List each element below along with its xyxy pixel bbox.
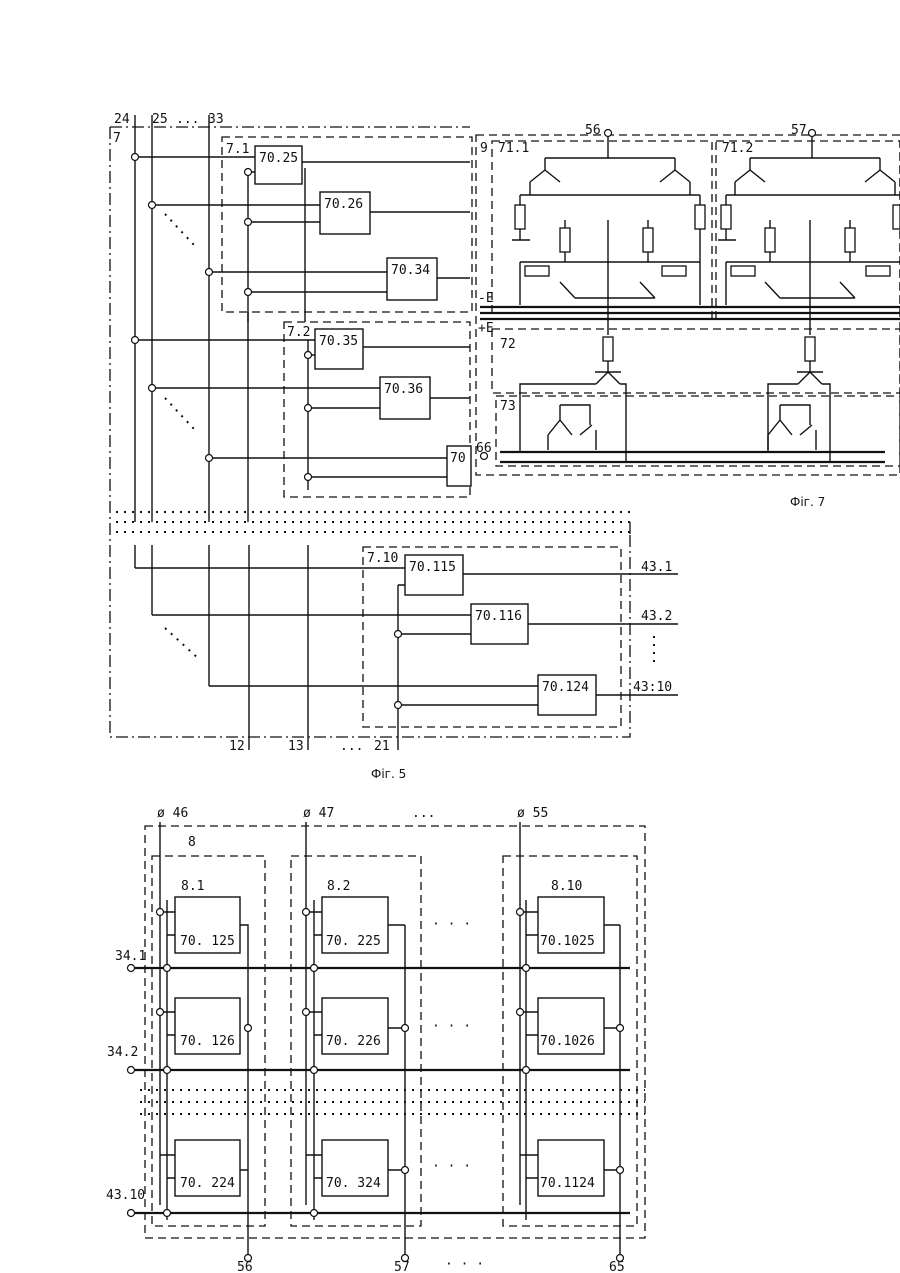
fig8-bottom-terminal-65: 65 — [609, 1260, 625, 1273]
fig8-cell-70-1124-label: 70.1124 — [540, 1176, 595, 1191]
fig5-subblock-7-2-label: 7.2 — [287, 325, 310, 340]
fig7-resistor-5 — [525, 266, 549, 276]
fig7-resistor-12 — [893, 205, 900, 229]
fig7-block-72-label: 72 — [500, 337, 516, 352]
fig7-resistor-7 — [721, 205, 731, 229]
fig7-resistor-11 — [866, 266, 890, 276]
fig5-block-70-115-label: 70.115 — [409, 560, 456, 575]
figure-5: 24 25 ... 33 7 7.1 70.25 70.26 70.34 7.2… — [110, 112, 678, 781]
fig7-resistor-9 — [845, 228, 855, 252]
fig7-resistor-8 — [765, 228, 775, 252]
fig5-bottom-label-12: 12 — [229, 739, 245, 754]
fig5-subblock-7-10-label: 7.10 — [367, 551, 398, 566]
fig7-cell-71-2-circuit — [718, 158, 900, 335]
fig7-block-73-label: 73 — [500, 399, 516, 414]
fig8-row-input-34-1: 34.1 — [115, 949, 146, 964]
fig8-cell-70-1025-label: 70.1025 — [540, 934, 595, 949]
fig7-terminal-56-node — [605, 130, 612, 137]
fig5-block-70-35-label: 70.35 — [319, 334, 358, 349]
fig5-subblock-7-1-label: 7.1 — [226, 142, 249, 157]
fig5-junction-nodes — [132, 154, 402, 709]
fig7-resistor-14 — [805, 337, 815, 361]
fig7-block-71-2-label: 71.2 — [722, 141, 753, 156]
fig5-output-43-2: 43.2 — [641, 609, 672, 624]
fig8-row-input-43-10: 43.10 — [106, 1188, 145, 1203]
fig7-power-rails — [480, 307, 900, 319]
fig5-block-70-34-label: 70.34 — [391, 263, 430, 278]
fig5-top-label-dots: ... — [176, 112, 199, 127]
fig7-terminal-56: 56 — [585, 123, 601, 138]
fig5-bottom-label-13: 13 — [288, 739, 304, 754]
fig5-output-43-1: 43.1 — [641, 560, 672, 575]
fig8-mid-dots-row-2: · · · — [432, 1019, 471, 1034]
fig5-block-70-124-label: 70.124 — [542, 680, 589, 695]
fig7-terminal-57: 57 — [791, 123, 807, 138]
fig7-resistor-6 — [662, 266, 686, 276]
fig8-bottom-terminal-57: 57 — [394, 1260, 410, 1273]
fig5-output-43-10: 43:10 — [633, 680, 672, 695]
fig7-block-71-1-label: 71.1 — [498, 141, 529, 156]
fig7-block-73-circuit — [548, 405, 816, 450]
fig7-block-9-boundary — [476, 135, 900, 475]
fig7-terminal-minus-e: -E — [478, 291, 494, 306]
fig7-cell-71-1-circuit — [512, 158, 700, 335]
fig5-diagonal-dots-2 — [165, 398, 195, 430]
fig5-block-70-116-label: 70.116 — [475, 609, 522, 624]
fig5-diagonal-dots-3 — [165, 628, 200, 660]
fig5-block-70-x-label: 70 — [450, 451, 466, 466]
fig8-top-terminal-47: ø 47 — [303, 806, 334, 821]
fig7-resistor-1 — [515, 205, 525, 229]
fig8-cell-70-324-label: 70. 324 — [326, 1176, 381, 1191]
fig8-top-terminal-46: ø 46 — [157, 806, 188, 821]
fig7-resistor-10 — [731, 266, 755, 276]
fig7-terminal-66: 66 — [476, 441, 492, 456]
fig8-bottom-terminal-56: 56 — [237, 1260, 253, 1273]
fig7-block-9-label: 9 — [480, 141, 488, 156]
figure-8: ø 46 ø 47 ... ø 55 8 8.1 8.2 8.10 34.1 3… — [106, 806, 645, 1273]
fig7-block-73 — [496, 396, 900, 466]
fig8-cell-70-225-label: 70. 225 — [326, 934, 381, 949]
fig5-block-70-26-label: 70.26 — [324, 197, 363, 212]
fig7-terminal-plus-e: +E — [478, 321, 494, 336]
fig8-mid-dots-row-3: · · · — [432, 1159, 471, 1174]
fig5-subblock-7-2 — [284, 322, 470, 497]
fig7-bottom-rails — [500, 452, 885, 462]
fig5-top-label-25: 25 — [152, 112, 168, 127]
figure-7: 9 71.1 71.2 56 57 -E +E 72 — [476, 123, 900, 509]
fig8-top-terminal-55: ø 55 — [517, 806, 548, 821]
fig8-cell-70-224-label: 70. 224 — [180, 1176, 235, 1191]
fig5-bottom-label-21: 21 — [374, 739, 390, 754]
fig5-top-label-33: 33 — [208, 112, 224, 127]
fig8-block-8-label: 8 — [188, 835, 196, 850]
fig8-top-terminal-dots: ... — [412, 806, 435, 821]
fig5-diagonal-dots-1 — [165, 214, 195, 246]
fig8-cell-70-126-label: 70. 126 — [180, 1034, 235, 1049]
fig8-column-8-1-label: 8.1 — [181, 879, 204, 894]
fig7-block-72-circuit — [520, 361, 830, 462]
fig8-bottom-dots: · · · — [445, 1257, 484, 1272]
fig7-resistor-3 — [560, 228, 570, 252]
fig8-mid-dots-row-1: · · · — [432, 917, 471, 932]
fig8-cell-70-226-label: 70. 226 — [326, 1034, 381, 1049]
fig8-column-8-2-label: 8.2 — [327, 879, 350, 894]
fig8-column-8-10-label: 8.10 — [551, 879, 582, 894]
fig7-terminal-57-node — [809, 130, 816, 137]
fig8-cell-70-1026-label: 70.1026 — [540, 1034, 595, 1049]
fig8-cell-70-125-label: 70. 125 — [180, 934, 235, 949]
fig5-caption: Фіг. 5 — [371, 767, 406, 781]
fig7-caption: Фіг. 7 — [790, 495, 825, 509]
fig5-bottom-label-dots: ... — [340, 739, 363, 754]
fig7-block-71-1 — [492, 141, 712, 319]
fig7-resistor-4 — [643, 228, 653, 252]
fig5-block-7-label: 7 — [113, 131, 121, 146]
fig7-resistor-2 — [695, 205, 705, 229]
fig7-block-71-2 — [716, 141, 900, 319]
fig5-block-70-36-label: 70.36 — [384, 382, 423, 397]
fig5-block-70-25-label: 70.25 — [259, 151, 298, 166]
fig5-top-label-24: 24 — [114, 112, 130, 127]
fig7-resistor-13 — [603, 337, 613, 361]
fig8-row-input-34-2: 34.2 — [107, 1045, 138, 1060]
